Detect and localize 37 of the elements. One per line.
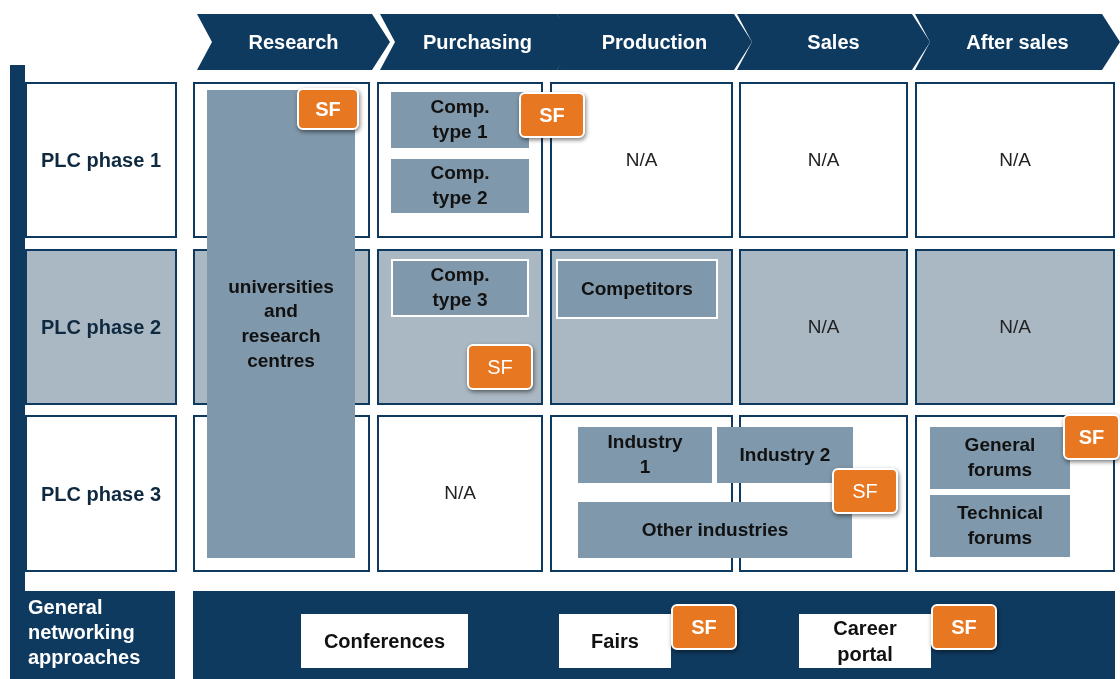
table-cell: N/A	[377, 415, 543, 572]
row-header-text: General networking approaches	[10, 591, 175, 679]
sf-badge: SF	[519, 92, 585, 138]
side-bar	[10, 65, 25, 591]
stage-header: After sales	[915, 14, 1120, 70]
category-box: Comp. type 3	[391, 259, 529, 317]
category-box: General forums	[930, 427, 1070, 489]
table-cell: N/A	[915, 82, 1115, 238]
table-cell: N/A	[915, 249, 1115, 405]
approach-box: Career portal	[799, 614, 931, 668]
category-box: Industry 2	[717, 427, 853, 483]
row-header: PLC phase 3	[25, 415, 177, 572]
category-box: Other industries	[578, 502, 852, 558]
category-box: Technical forums	[930, 495, 1070, 557]
table-cell	[915, 415, 1115, 572]
category-box: Comp. type 1	[391, 92, 529, 148]
table-cell	[550, 249, 733, 405]
category-box: Industry 1	[578, 427, 712, 483]
sf-badge: SF	[467, 344, 533, 390]
row-header: PLC phase 1	[25, 82, 177, 238]
approach-box: Fairs	[559, 614, 671, 668]
approach-box: Conferences	[301, 614, 468, 668]
sf-badge: SF	[1063, 414, 1120, 460]
sf-badge: SF	[832, 468, 898, 514]
row-header: PLC phase 2	[25, 249, 177, 405]
sf-badge: SF	[931, 604, 997, 650]
category-box: Comp. type 2	[391, 159, 529, 213]
stage-header: Research	[197, 14, 390, 70]
table-cell: N/A	[739, 249, 908, 405]
table-cell: N/A	[739, 82, 908, 238]
stage-header: Production	[557, 14, 752, 70]
category-box: Competitors	[556, 259, 718, 319]
table-cell	[377, 249, 543, 405]
networking-panel	[193, 591, 1115, 679]
stage-header: Purchasing	[380, 14, 575, 70]
stage-header: Sales	[737, 14, 930, 70]
sf-badge: SF	[671, 604, 737, 650]
